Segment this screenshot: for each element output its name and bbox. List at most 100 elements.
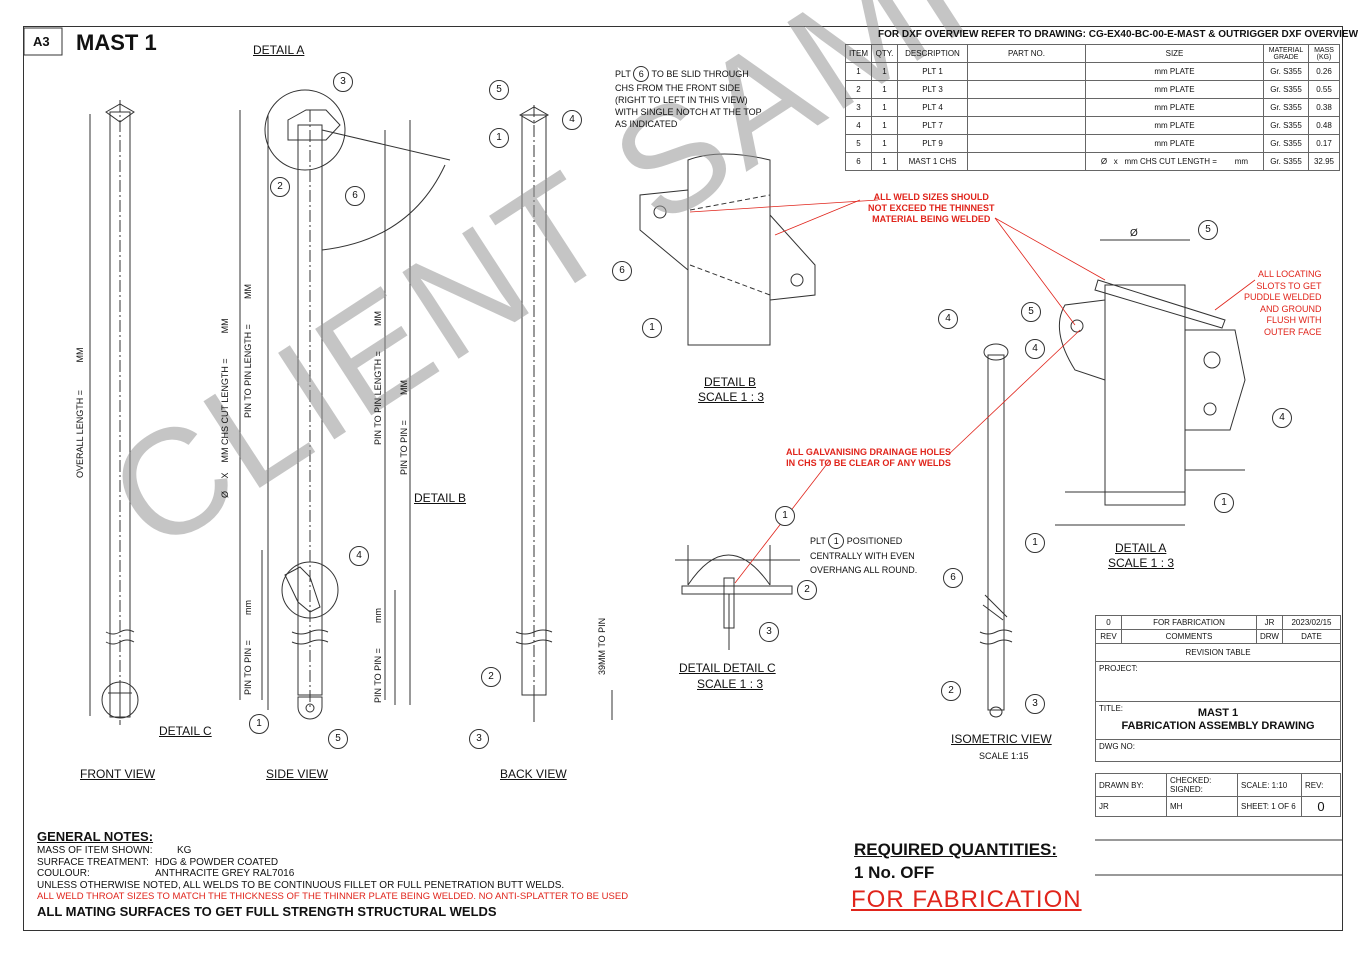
size-box bbox=[23, 27, 63, 56]
text-cell: 2023/02/15 bbox=[1282, 615, 1341, 630]
text-cell: ALL MATING SURFACES TO GET FULL STRENGTH… bbox=[37, 903, 497, 919]
balloon: 5 bbox=[328, 729, 348, 749]
balloon: 1 bbox=[775, 506, 795, 526]
text-cell: ALL LOCATING bbox=[1257, 269, 1322, 279]
text-cell: mm PLATE bbox=[1085, 134, 1264, 153]
required-quantity: 1 No. OFF bbox=[854, 863, 935, 882]
bill-of-materials: ITEM QTY. DESCRIPTION PART NO. SIZE MATE… bbox=[845, 44, 1340, 171]
text-cell: REV: bbox=[1301, 773, 1341, 797]
detail-a-title: DETAIL A bbox=[1115, 541, 1167, 555]
sheet-size-label: A3 bbox=[33, 34, 50, 49]
required-quantities-heading: REQUIRED QUANTITIES: bbox=[854, 840, 1058, 859]
text-cell: Gr. S355 bbox=[1263, 62, 1309, 81]
text-cell: ALL WELD THROAT SIZES TO MATCH THE THICK… bbox=[37, 891, 629, 902]
col-qty: QTY. bbox=[871, 44, 898, 63]
balloon: 4 bbox=[938, 309, 958, 329]
back-view-label: BACK VIEW bbox=[500, 767, 567, 781]
general-notes-heading: GENERAL NOTES: bbox=[37, 829, 154, 844]
text-cell: CHS FROM THE FRONT SIDE bbox=[615, 83, 741, 93]
text-cell: DATE bbox=[1282, 629, 1341, 644]
balloon: 3 bbox=[333, 72, 353, 92]
text-cell: PLT 9 bbox=[897, 134, 968, 153]
dim-cut-length: Ø X MM CHS CUT LENGTH = MM bbox=[220, 318, 230, 498]
detail-c-drawing bbox=[675, 545, 800, 650]
text-cell: PLT 1 bbox=[897, 62, 968, 81]
text-cell: SIGNED: bbox=[1170, 785, 1203, 794]
text-cell: SLOTS TO GET bbox=[1256, 280, 1322, 291]
balloon: 6 bbox=[345, 186, 365, 206]
text-cell bbox=[967, 152, 1086, 171]
text-cell: 1 bbox=[871, 80, 898, 99]
text-cell: TO BE SLID THROUGH bbox=[651, 69, 749, 79]
text-cell: Gr. S355 bbox=[1263, 80, 1309, 99]
text-cell: 1 bbox=[845, 62, 872, 81]
balloon: 4 bbox=[349, 546, 369, 566]
col-part-no: PART NO. bbox=[967, 44, 1086, 63]
balloon: 3 bbox=[469, 729, 489, 749]
text-cell: 5 bbox=[845, 134, 872, 153]
detail-c-scale: SCALE 1 : 3 bbox=[697, 677, 764, 691]
front-view-label: FRONT VIEW bbox=[80, 767, 156, 781]
text-cell: 1 bbox=[871, 152, 898, 171]
dim-39mm-to-pin: 39MM TO PIN bbox=[597, 617, 607, 675]
side-view-label: SIDE VIEW bbox=[266, 767, 329, 781]
text-cell: ALL WELD SIZES SHOULD bbox=[873, 192, 989, 202]
dim-pin-to-pin-length-2: PIN TO PIN LENGTH = MM bbox=[373, 311, 383, 445]
text-cell: AS INDICATED bbox=[615, 119, 678, 129]
detail-b-callout: DETAIL B bbox=[414, 491, 467, 505]
isometric-scale: SCALE 1:15 bbox=[979, 751, 1029, 761]
dim-pin-to-pin: PIN TO PIN = MM bbox=[399, 380, 409, 475]
text-cell bbox=[967, 98, 1086, 117]
balloon: 5 bbox=[489, 80, 509, 100]
balloon: 4 bbox=[1272, 408, 1292, 428]
text-cell: AND GROUND bbox=[1260, 303, 1322, 314]
text-cell bbox=[967, 116, 1086, 135]
text-cell: MATERIAL BEING WELDED bbox=[872, 214, 991, 224]
text-cell: SHEET: 1 OF 6 bbox=[1237, 796, 1302, 817]
col-description: DESCRIPTION bbox=[897, 44, 968, 63]
dim-overall-length: OVERALL LENGTH = MM bbox=[75, 347, 85, 478]
weld-note-leaders bbox=[689, 199, 1256, 584]
balloon: 1 bbox=[1214, 493, 1234, 513]
balloon: 5 bbox=[1021, 302, 1041, 322]
text-cell: mm PLATE bbox=[1085, 80, 1264, 99]
text-cell: 2 bbox=[845, 80, 872, 99]
text-cell: MASS OF ITEM SHOWN: bbox=[37, 845, 153, 856]
balloon: 1 bbox=[642, 318, 662, 338]
text-cell: Gr. S355 bbox=[1263, 116, 1309, 135]
col-material: MATERIAL GRADE bbox=[1263, 44, 1309, 63]
balloon: 1 bbox=[489, 128, 509, 148]
text-cell: PLT 7 bbox=[897, 116, 968, 135]
balloon: 6 bbox=[943, 568, 963, 588]
text-cell: Gr. S355 bbox=[1263, 152, 1309, 171]
balloon: 1 bbox=[1025, 533, 1045, 553]
text-cell bbox=[967, 62, 1086, 81]
text-cell: mm PLATE bbox=[1085, 98, 1264, 117]
text-cell: 1 bbox=[871, 116, 898, 135]
detail-b-drawing bbox=[639, 153, 816, 346]
text-cell: DRAWN BY: bbox=[1095, 773, 1167, 797]
text-cell: ANTHRACITE GREY RAL7016 bbox=[155, 868, 295, 879]
balloon: 2 bbox=[481, 667, 501, 687]
fabrication-status: FOR FABRICATION bbox=[851, 886, 1082, 913]
text-cell: OVERHANG ALL ROUND. bbox=[810, 565, 918, 575]
side-view-tube bbox=[239, 89, 451, 720]
detail-a-drawing bbox=[1055, 239, 1246, 526]
dim-pin-to-pin-lower-2: PIN TO PIN = mm bbox=[373, 608, 383, 703]
text-cell: 1 bbox=[871, 134, 898, 153]
dim-pin-to-pin-length: PIN TO PIN LENGTH = MM bbox=[243, 284, 253, 418]
text-cell: POSITIONED bbox=[846, 536, 903, 546]
dim-pin-to-pin-lower-1: PIN TO PIN = mm bbox=[243, 600, 253, 695]
text-cell: IN CHS TO BE CLEAR OF ANY WELDS bbox=[786, 458, 951, 468]
text-cell: 6 bbox=[633, 66, 650, 82]
text-cell: CENTRALLY WITH EVEN bbox=[810, 551, 915, 561]
text-cell: FLUSH WITH bbox=[1266, 315, 1322, 325]
detail-b-scale: SCALE 1 : 3 bbox=[698, 390, 765, 404]
